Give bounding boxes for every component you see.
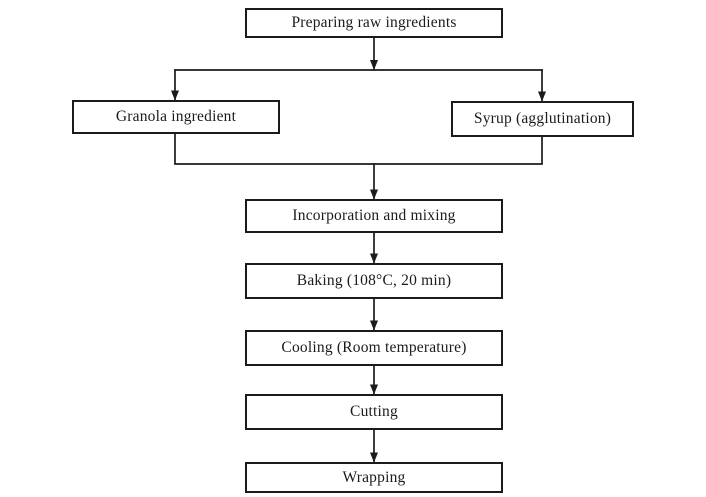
flow-node-baking: Baking (108°C, 20 min)	[245, 263, 503, 299]
flow-node-mixing: Incorporation and mixing	[245, 199, 503, 233]
flow-node-cooling: Cooling (Room temperature)	[245, 330, 503, 366]
flow-node-granola: Granola ingredient	[72, 100, 280, 134]
flow-node-preparing: Preparing raw ingredients	[245, 8, 503, 38]
flow-node-syrup: Syrup (agglutination)	[451, 101, 634, 137]
flow-node-cutting: Cutting	[245, 394, 503, 430]
flow-node-wrapping: Wrapping	[245, 462, 503, 493]
